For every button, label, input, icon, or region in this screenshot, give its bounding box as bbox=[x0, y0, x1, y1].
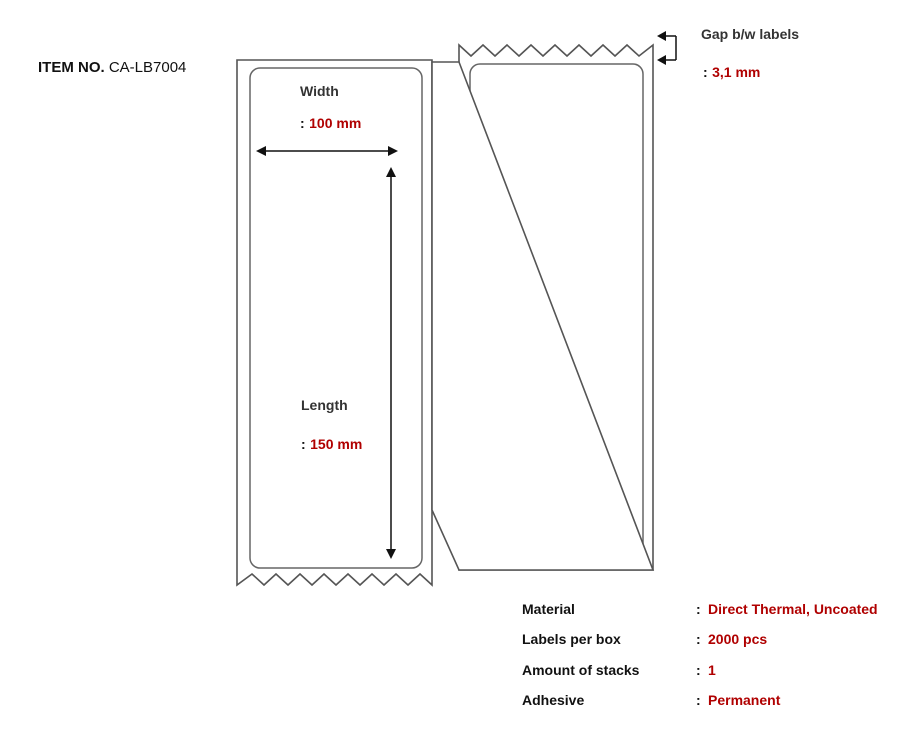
spec-key: Amount of stacks bbox=[522, 662, 640, 678]
spec-key: Adhesive bbox=[522, 692, 585, 708]
front-label-inner bbox=[249, 67, 423, 569]
length-label: Length bbox=[301, 397, 348, 413]
front-label-sheet bbox=[236, 59, 433, 587]
spec-colon: : bbox=[696, 631, 701, 647]
width-value-row: : 100 mm bbox=[300, 115, 361, 133]
length-colon: : bbox=[301, 436, 306, 452]
spec-value: Direct Thermal, Uncoated bbox=[708, 601, 878, 617]
spec-value: Permanent bbox=[708, 692, 781, 708]
spec-colon: : bbox=[696, 601, 701, 617]
fold-connector bbox=[431, 61, 655, 571]
item-number: ITEM NO. CA-LB7004 bbox=[38, 59, 186, 76]
length-arrow bbox=[386, 167, 396, 559]
width-arrow bbox=[256, 146, 398, 156]
spec-key: Material bbox=[522, 601, 575, 617]
spec-value: 2000 pcs bbox=[708, 631, 768, 647]
gap-label: Gap b/w labels bbox=[701, 26, 800, 42]
spec-colon: : bbox=[696, 692, 701, 708]
gap-value: 3,1 mm bbox=[712, 64, 761, 80]
spec-colon: : bbox=[696, 662, 701, 678]
gap-value-row: : 3,1 mm bbox=[703, 64, 760, 82]
length-value: 150 mm bbox=[310, 436, 363, 452]
length-value-row: : 150 mm bbox=[301, 436, 362, 454]
width-label: Width bbox=[300, 83, 339, 99]
gap-bracket bbox=[657, 31, 677, 65]
item-prefix: ITEM NO. bbox=[38, 59, 105, 76]
spec-key: Labels per box bbox=[522, 631, 621, 647]
spec-value: 1 bbox=[708, 662, 716, 678]
item-code: CA-LB7004 bbox=[108, 59, 187, 76]
width-value: 100 mm bbox=[309, 115, 362, 131]
width-colon: : bbox=[300, 115, 305, 131]
gap-colon: : bbox=[703, 64, 708, 80]
